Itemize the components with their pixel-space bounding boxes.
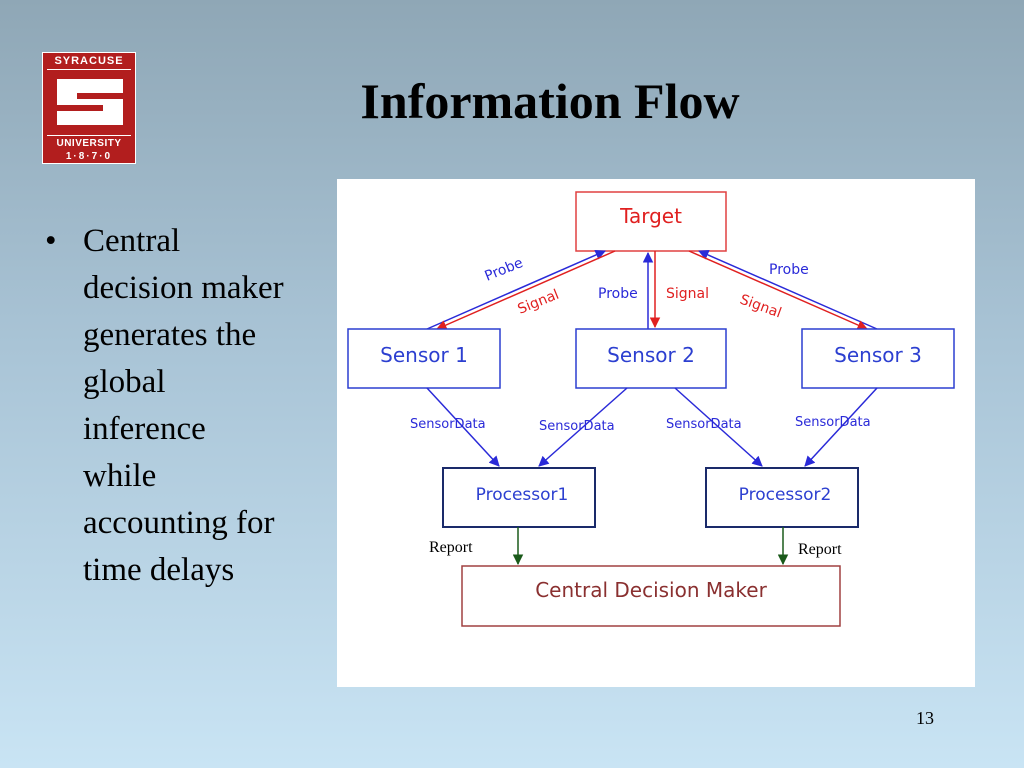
sensor-1-label: Sensor 1 <box>380 343 468 367</box>
bullet-body: Central decision maker generates the glo… <box>45 218 335 594</box>
sensor-data-label-4: SensorData <box>795 415 871 430</box>
sensor-3-box <box>801 328 955 389</box>
probe-arrow-3 <box>698 249 878 330</box>
sensor-data-arrow-4 <box>804 387 878 467</box>
sensor-data-label-3: SensorData <box>666 417 742 432</box>
sensor-data-arrow-3 <box>674 387 763 467</box>
logo-top-rule <box>47 69 131 70</box>
slide-title: Information Flow <box>360 73 740 129</box>
target-box <box>575 191 727 252</box>
signal-arrow-3 <box>688 250 868 331</box>
page-number: 13 <box>916 708 934 728</box>
probe-arrow-1 <box>426 249 606 330</box>
target-label: Target <box>619 204 682 228</box>
processor-2-label: Processor2 <box>739 485 832 505</box>
bullet-line: generates the <box>83 317 257 353</box>
sensor-3-label: Sensor 3 <box>834 343 922 367</box>
probe-label-2: Probe <box>598 286 638 302</box>
bullet-line: decision maker <box>83 270 284 306</box>
sensor-data-label-1: SensorData <box>410 417 486 432</box>
probe-label-1: Probe <box>483 255 526 285</box>
bullet-line: inference <box>83 411 206 447</box>
processor-1-box <box>442 467 596 528</box>
logo-top-text: SYRACUSE <box>54 55 124 67</box>
logo-university-text: UNIVERSITY <box>56 138 122 149</box>
bullet-point: • Central decision maker generates the g… <box>45 218 335 594</box>
signal-arrow-1 <box>436 250 616 331</box>
bullet-line: Central <box>83 223 181 259</box>
information-flow-diagram: Target Probe Signal Probe Signal Probe S… <box>337 179 975 687</box>
logo-bottom-rule <box>47 135 131 136</box>
logo-year-text: 1·8·7·0 <box>65 151 113 162</box>
sensor-1-box <box>347 328 501 389</box>
sensor-2-label: Sensor 2 <box>607 343 695 367</box>
sensor-data-arrow-2 <box>538 387 628 467</box>
central-decision-maker-box <box>461 565 841 627</box>
signal-label-2: Signal <box>666 286 709 302</box>
report-label-2: Report <box>798 541 842 558</box>
bullet-line: accounting for <box>83 505 275 541</box>
sensor-data-arrow-1 <box>426 387 500 467</box>
bullet-dot: • <box>45 223 57 259</box>
logo-s-mark <box>57 79 123 125</box>
central-decision-maker-label: Central Decision Maker <box>535 578 767 602</box>
probe-label-3: Probe <box>769 262 809 278</box>
bullet-line: while <box>83 458 157 494</box>
syracuse-university-logo: SYRACUSE UNIVERSITY 1·8·7·0 <box>42 52 136 164</box>
bullet-line: time delays <box>83 552 235 588</box>
processor-1-label: Processor1 <box>476 485 569 505</box>
processor-2-box <box>705 467 859 528</box>
sensor-data-label-2: SensorData <box>539 419 615 434</box>
report-label-1: Report <box>429 539 473 556</box>
sensor-2-box <box>575 328 727 389</box>
signal-label-3: Signal <box>738 292 784 322</box>
bullet-line: global <box>83 364 166 400</box>
